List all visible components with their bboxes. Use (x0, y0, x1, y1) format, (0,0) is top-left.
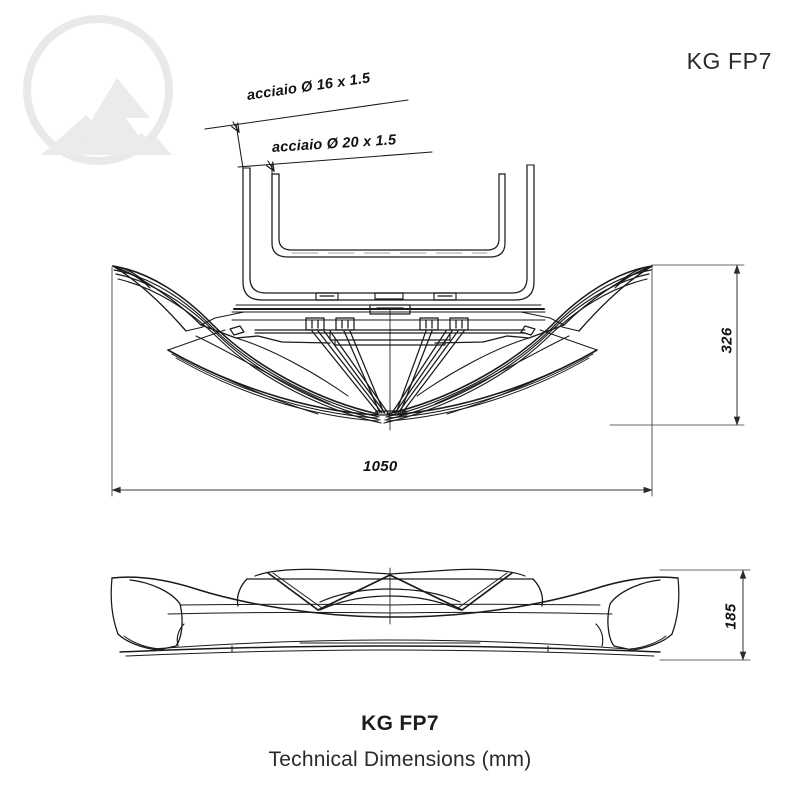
dimension-185 (659, 569, 751, 661)
dimension-label-width: 1050 (363, 458, 398, 475)
dimension-label-depth: 185 (722, 603, 740, 630)
caption-title: KG FP7 (361, 712, 439, 735)
top-view-geometry (110, 567, 680, 657)
dimension-lines (111, 264, 751, 661)
caption-subtitle: Technical Dimensions (mm) (268, 748, 532, 771)
mountain-circle-logo-icon (23, 15, 173, 165)
model-code-label: KG FP7 (686, 48, 772, 74)
dimension-326 (609, 264, 745, 426)
dimension-label-height: 326 (718, 327, 736, 354)
dimension-1050 (111, 266, 653, 497)
annotation-leaders (204, 99, 433, 201)
front-view-geometry (112, 164, 653, 431)
